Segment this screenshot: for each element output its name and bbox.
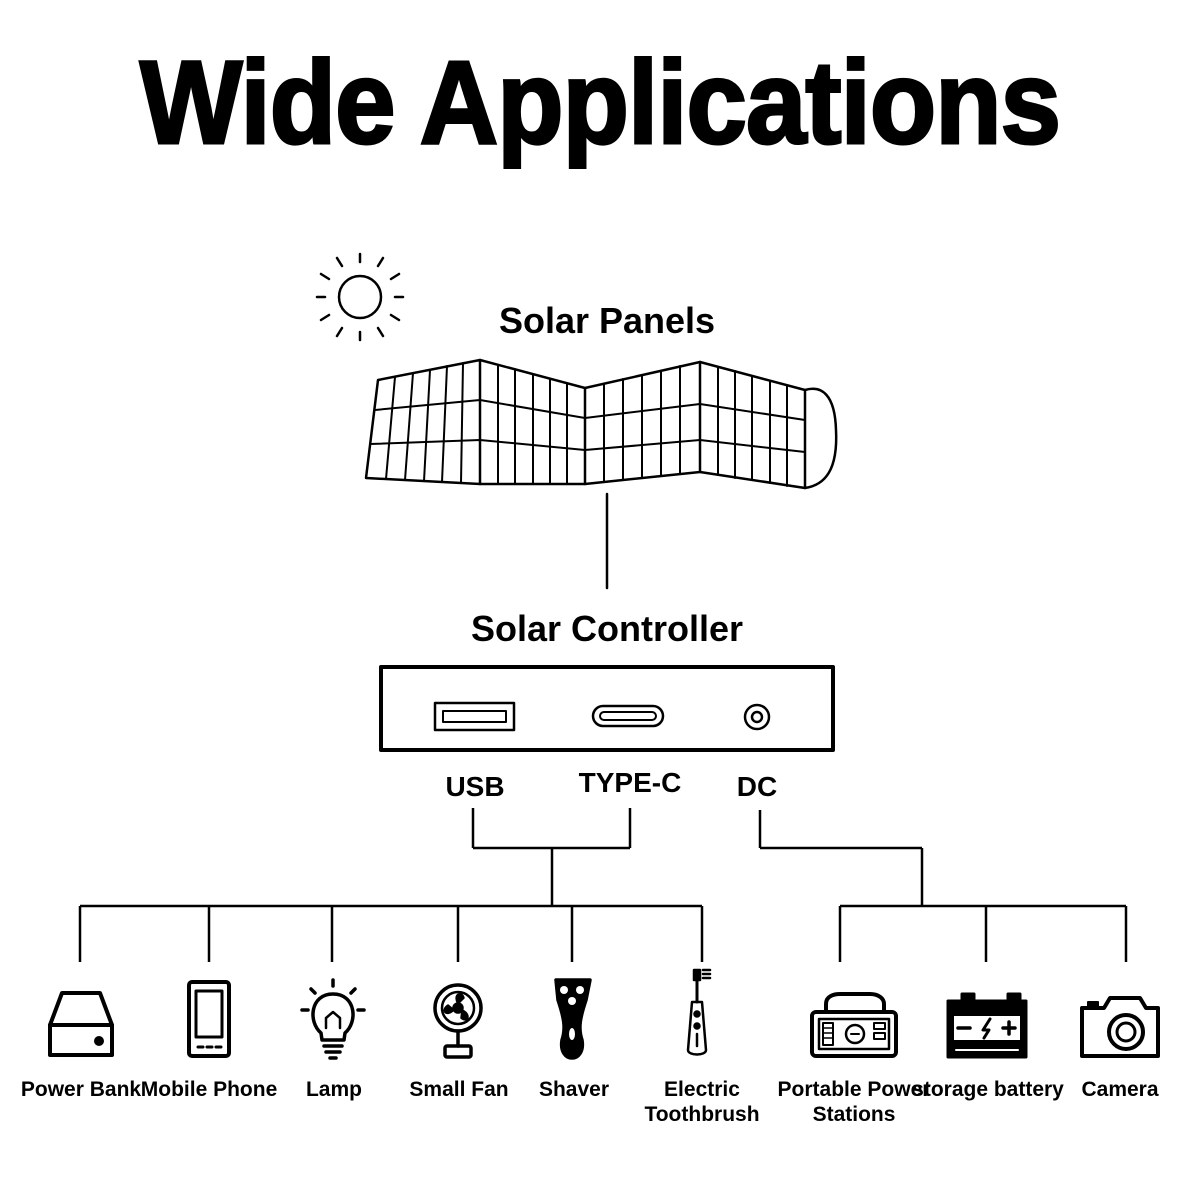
power-bank-icon: [48, 991, 114, 1057]
dc-port-icon: [743, 703, 771, 731]
solar-panel-icon: [364, 358, 838, 490]
solar-controller-label: Solar Controller: [470, 608, 744, 649]
device-label-lamp: Lamp: [305, 1078, 362, 1101]
battery-icon: [946, 992, 1028, 1059]
fan-icon: [433, 983, 483, 1059]
page-title: Wide Applications: [138, 37, 1062, 170]
device-label-storage-battery: storage battery: [912, 1078, 1064, 1101]
lamp-icon: [300, 978, 366, 1060]
connector-lines: [78, 808, 1128, 962]
device-label-shaver: Shaver: [538, 1078, 610, 1101]
shaver-icon: [554, 978, 592, 1060]
usb-port-label: USB: [445, 771, 505, 802]
toothbrush-icon: [686, 968, 712, 1056]
sun-icon: [315, 252, 405, 342]
device-label-power-bank: Power Bank: [20, 1078, 142, 1101]
mobile-phone-icon: [187, 980, 231, 1058]
solar-panels-label: Solar Panels: [498, 300, 716, 341]
usb-port-icon: [433, 701, 516, 732]
device-label-electric-toothbrush: Electric Toothbrush: [644, 1078, 760, 1126]
type-c-port-label: TYPE-C: [578, 767, 682, 798]
dc-port-label: DC: [736, 771, 778, 802]
device-label-small-fan: Small Fan: [409, 1078, 509, 1101]
device-label-mobile-phone: Mobile Phone: [140, 1078, 278, 1101]
power-station-icon: [810, 992, 898, 1058]
controller-box: [379, 665, 835, 752]
camera-icon: [1080, 996, 1160, 1058]
device-label-camera: Camera: [1081, 1078, 1159, 1101]
type-c-port-icon: [591, 704, 665, 728]
device-label-portable-power-stations: Portable Power Stations: [777, 1078, 931, 1126]
